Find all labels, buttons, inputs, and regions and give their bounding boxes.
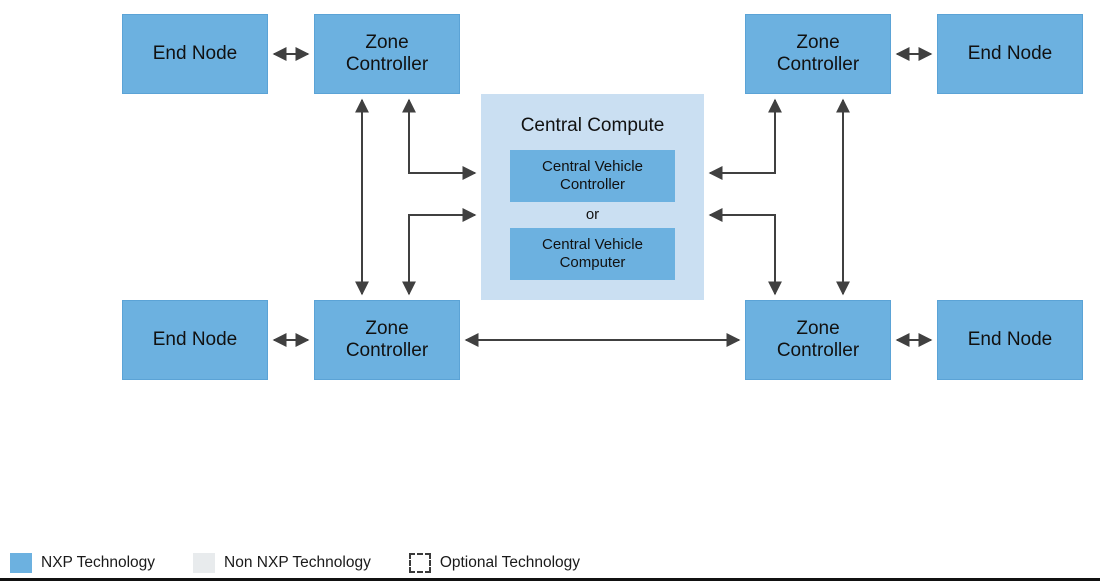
- bottom-divider: [0, 578, 1100, 581]
- end-node-bottom-left[interactable]: End Node: [122, 300, 268, 380]
- legend-item-optional: Optional Technology: [408, 553, 581, 573]
- zone-controller-bottom-left[interactable]: Zone Controller: [314, 300, 460, 380]
- legend-item-nxp: NXP Technology: [10, 553, 155, 573]
- legend-label-nxp: NXP Technology: [41, 554, 156, 571]
- connector-zone-ctrl-top-right--central-compute: [708, 98, 782, 180]
- legend: NXP Technology Non NXP Technology Option…: [0, 548, 1100, 578]
- connector-zone-ctrl-top-left--central-compute: [402, 98, 477, 180]
- connector-zone-ctrl-bottom-left--central-compute: [402, 208, 477, 296]
- central-compute-or-label: or: [585, 206, 600, 223]
- non-nxp-swatch: [193, 553, 216, 573]
- end-node-top-right[interactable]: End Node: [937, 14, 1083, 94]
- end-node-bottom-right[interactable]: End Node: [937, 300, 1083, 380]
- legend-label-non-nxp: Non NXP Technology: [224, 554, 371, 571]
- legend-label-optional: Optional Technology: [439, 554, 581, 571]
- central-vehicle-controller-box[interactable]: Central Vehicle Controller: [510, 150, 675, 202]
- legend-item-non-nxp: Non NXP Technology: [193, 553, 371, 573]
- nxp-swatch: [10, 553, 32, 573]
- zone-controller-top-right[interactable]: Zone Controller: [745, 14, 891, 94]
- central-compute-title: Central Compute: [520, 115, 665, 136]
- connector-zone-ctrl-bottom-right--central-compute: [708, 208, 782, 296]
- zone-controller-top-left[interactable]: Zone Controller: [314, 14, 460, 94]
- central-vehicle-computer-box[interactable]: Central Vehicle Computer: [510, 228, 675, 280]
- end-node-top-left[interactable]: End Node: [122, 14, 268, 94]
- zone-controller-bottom-right[interactable]: Zone Controller: [745, 300, 891, 380]
- optional-swatch: [408, 553, 431, 573]
